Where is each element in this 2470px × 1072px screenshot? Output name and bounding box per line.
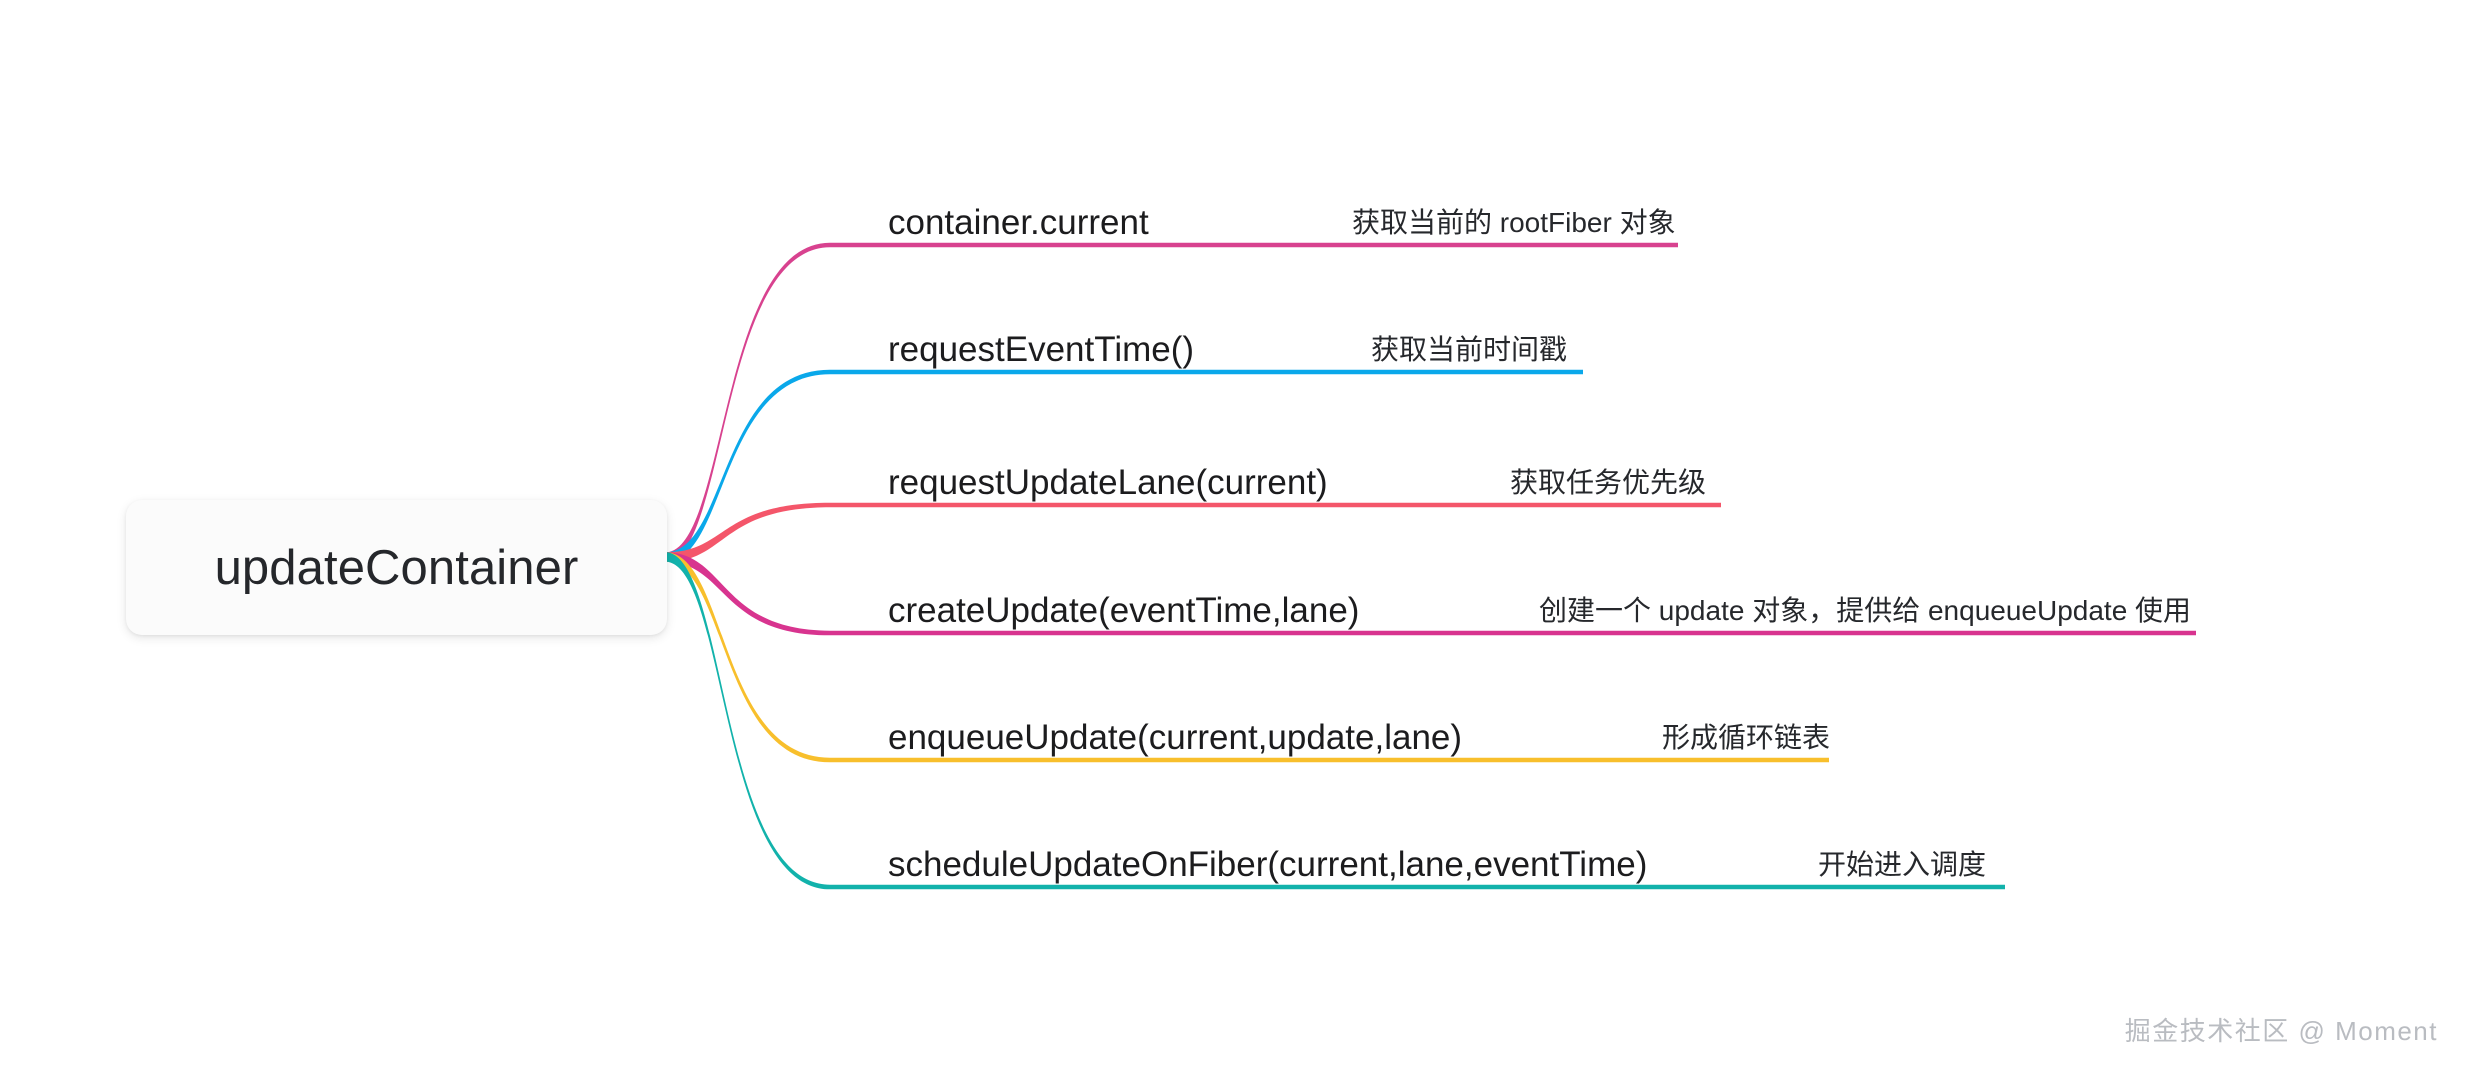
watermark: 掘金技术社区 @ Moment <box>2124 1016 2438 1046</box>
root-node-label: updateContainer <box>214 540 579 595</box>
branch-title-enqueue-update: enqueueUpdate(current,update,lane) <box>888 718 1463 757</box>
branch-curve-container-current <box>667 242 1678 562</box>
branch-note-enqueue-update: 形成循环链表 <box>1662 722 1831 753</box>
branch-note-request-update-lane: 获取任务优先级 <box>1510 467 1707 498</box>
branch-title-request-event-time: requestEventTime() <box>888 330 1195 369</box>
branch-title-create-update: createUpdate(eventTime,lane) <box>888 591 1360 630</box>
branch-title-container-current: container.current <box>888 203 1149 242</box>
branch-note-container-current: 获取当前的 rootFiber 对象 <box>1352 207 1676 238</box>
branch-note-create-update: 创建一个 update 对象，提供给 enqueueUpdate 使用 <box>1539 595 2192 626</box>
branch-title-schedule-update-on-fiber: scheduleUpdateOnFiber(current,lane,event… <box>888 845 1648 884</box>
root-node[interactable]: updateContainer <box>126 500 667 635</box>
branch-curve-request-update-lane <box>667 502 1721 562</box>
branch-note-schedule-update-on-fiber: 开始进入调度 <box>1818 849 1987 880</box>
branch-title-request-update-lane: requestUpdateLane(current) <box>888 463 1328 502</box>
branch-note-request-event-time: 获取当前时间戳 <box>1371 334 1568 365</box>
